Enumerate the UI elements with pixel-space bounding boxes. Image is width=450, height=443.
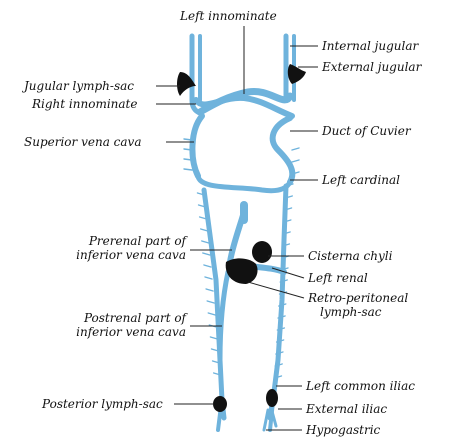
segmental-vein-tick	[212, 372, 222, 376]
segmental-vein-tick	[284, 195, 293, 199]
left-jugular-lymph-sac	[287, 64, 306, 84]
label-retro-peritoneal-line1: Retro-peritoneal	[308, 291, 409, 305]
leader-retro-peritoneal	[247, 281, 305, 299]
label-posterior-lymph-sac: Posterior lymph-sac	[42, 397, 163, 411]
segmental-vein-tick	[285, 183, 294, 187]
label-left-cardinal: Left cardinal	[322, 173, 400, 187]
label-prerenal-line1: Prerenal part of	[88, 234, 186, 248]
leader-lines	[156, 26, 318, 431]
segmental-vein-tick	[280, 267, 289, 271]
segmental-vein-tick	[209, 336, 219, 340]
label-cisterna-chyli: Cisterna chyli	[308, 249, 393, 263]
label-hypogastric: Hypogastric	[306, 423, 381, 437]
label-postrenal-line1: Postrenal part of	[83, 311, 186, 325]
segmental-vein-tick	[206, 300, 215, 304]
label-left-innominate: Left innominate	[180, 9, 277, 23]
label-prerenal-line2: inferior vena cava	[76, 248, 186, 262]
cardinal-anastomosis	[195, 173, 293, 194]
cisterna-chyli	[252, 241, 272, 263]
segmental-vein-tick	[277, 315, 286, 319]
segmental-vein-tick	[291, 147, 300, 151]
retro-peritoneal-lymph-sac	[225, 258, 258, 284]
postrenal-inferior-vena-cava	[217, 269, 231, 363]
segmental-vein-tick	[204, 276, 213, 280]
right-innominate-vein	[193, 94, 295, 119]
leader-left-renal	[271, 267, 305, 279]
label-retro-peritoneal-line2: lymph-sac	[320, 305, 382, 319]
duct-of-cuvier	[269, 115, 296, 185]
segmental-vein-tick	[207, 312, 216, 316]
segmental-vein-tick	[291, 159, 300, 163]
segmental-vein-tick	[281, 243, 291, 247]
segmental-vein-tick	[197, 204, 207, 208]
segmental-vein-tick	[273, 375, 283, 379]
segmental-vein-tick	[275, 339, 285, 343]
segmental-vein-tick	[278, 303, 287, 307]
vein-system	[189, 33, 296, 432]
segmental-vein-tick	[279, 279, 288, 283]
left-posterior-lymph-sac	[266, 389, 278, 407]
segmental-vein-tick	[203, 264, 212, 268]
segmental-vein-tick	[283, 219, 292, 223]
superior-vena-cava	[189, 113, 205, 179]
segmental-vein-tick	[183, 168, 193, 171]
segmental-vein-tick	[210, 348, 220, 352]
label-left-common-iliac: Left common iliac	[306, 379, 416, 393]
segmental-vein-tick	[201, 240, 210, 244]
lymph-sacs	[177, 64, 306, 412]
label-right-innominate: Right innominate	[32, 97, 138, 111]
segmental-vein-tick	[183, 158, 193, 161]
label-external-jugular: External jugular	[322, 60, 422, 74]
segmental-vein-tick	[274, 363, 283, 367]
label-external-iliac: External iliac	[306, 402, 388, 416]
segmental-vein-tick	[275, 351, 284, 355]
segmental-vein-tick	[183, 148, 193, 151]
segmental-vein-tick	[282, 231, 291, 235]
label-duct-of-cuvier: Duct of Cuvier	[322, 124, 411, 138]
left-cardinal-vein	[267, 183, 289, 421]
segmental-vein-tick	[211, 360, 221, 364]
label-internal-jugular: Internal jugular	[322, 39, 419, 53]
external-iliac-vein	[268, 402, 278, 428]
right-jugular-lymph-sac	[177, 72, 196, 96]
right-posterior-lymph-sac	[213, 396, 227, 412]
hypogastric-vein	[262, 408, 270, 432]
segmental-vein-tick	[202, 252, 211, 256]
label-jugular-lymph-sac: Jugular lymph-sac	[24, 79, 134, 93]
label-postrenal-line2: inferior vena cava	[76, 325, 186, 339]
segmental-vein-tick	[196, 192, 206, 196]
label-superior-vena-cava: Superior vena cava	[24, 135, 142, 149]
segmental-vein-tick	[199, 228, 209, 232]
label-left-renal: Left renal	[308, 271, 368, 285]
segmental-vein-tick	[205, 288, 214, 292]
segmental-vein-tick	[283, 207, 293, 211]
segmental-vein-tick	[183, 138, 193, 141]
segmental-vein-tick	[291, 171, 300, 175]
segmental-vein-tick	[198, 216, 208, 220]
segmental-vein-tick	[276, 327, 286, 331]
